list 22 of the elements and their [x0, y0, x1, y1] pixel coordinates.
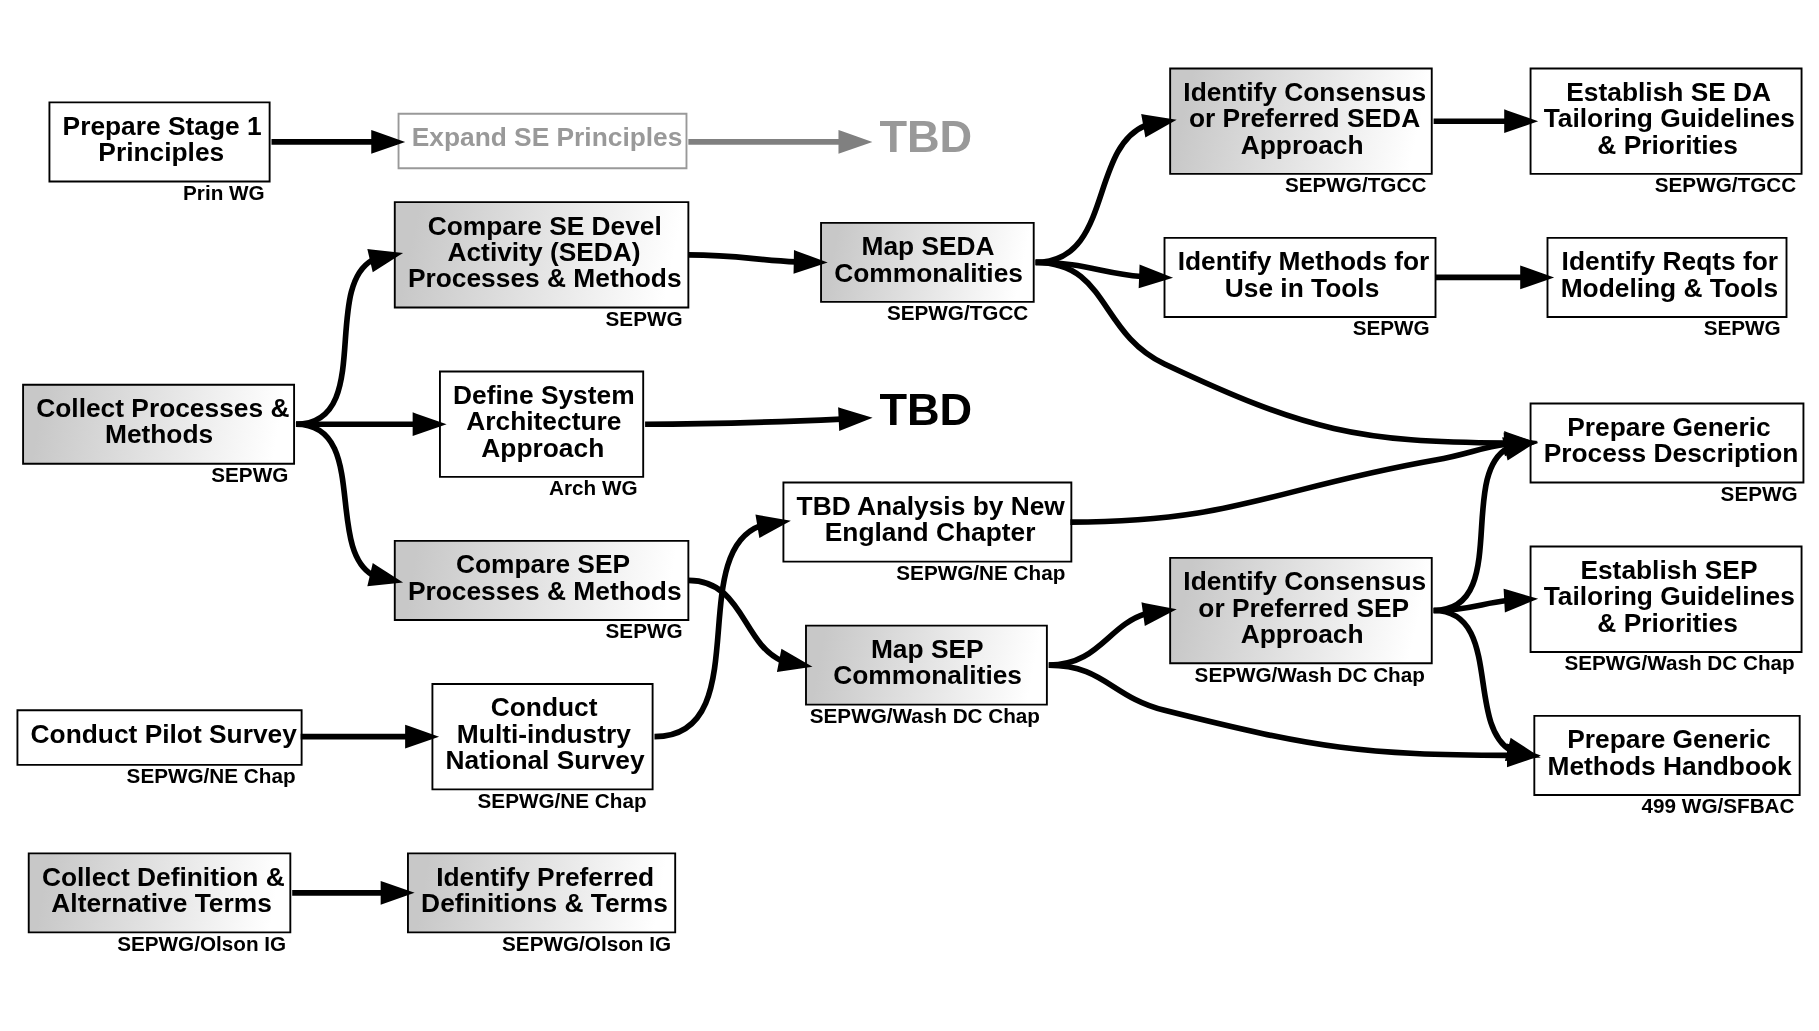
node-label: SEPWG: [1720, 482, 1798, 506]
node-label: SEPWG: [211, 463, 289, 487]
node-label: SEPWG/Olson IG: [117, 931, 287, 955]
node-label: 499 WG/SFBAC: [1641, 794, 1795, 818]
node-label: SEPWG: [1352, 316, 1430, 340]
node-label: SEPWG: [1703, 316, 1781, 340]
node-label: SEPWG/TGCC: [1284, 173, 1427, 197]
node-text: TBD: [879, 110, 973, 162]
node-label: SEPWG: [605, 619, 683, 643]
node-label: SEPWG/TGCC: [886, 301, 1029, 325]
node-label: SEPWG/Wash DC Chap: [1564, 651, 1795, 675]
node-label: SEPWG/NE Chap: [126, 764, 296, 788]
node-label: SEPWG: [605, 306, 683, 330]
node-label: SEPWG/TGCC: [1654, 173, 1797, 197]
node-label: SEPWG/Olson IG: [502, 931, 672, 955]
node-text: TBD: [879, 383, 973, 435]
node-label: SEPWG/Wash DC Chap: [809, 704, 1041, 728]
node-label: SEPWG/Wash DC Chap: [1194, 662, 1425, 686]
node-label: Prin WG: [183, 180, 265, 204]
node-label: Arch WG: [549, 476, 638, 500]
node-label: SEPWG/NE Chap: [477, 788, 647, 812]
node-label: SEPWG/NE Chap: [896, 561, 1066, 585]
